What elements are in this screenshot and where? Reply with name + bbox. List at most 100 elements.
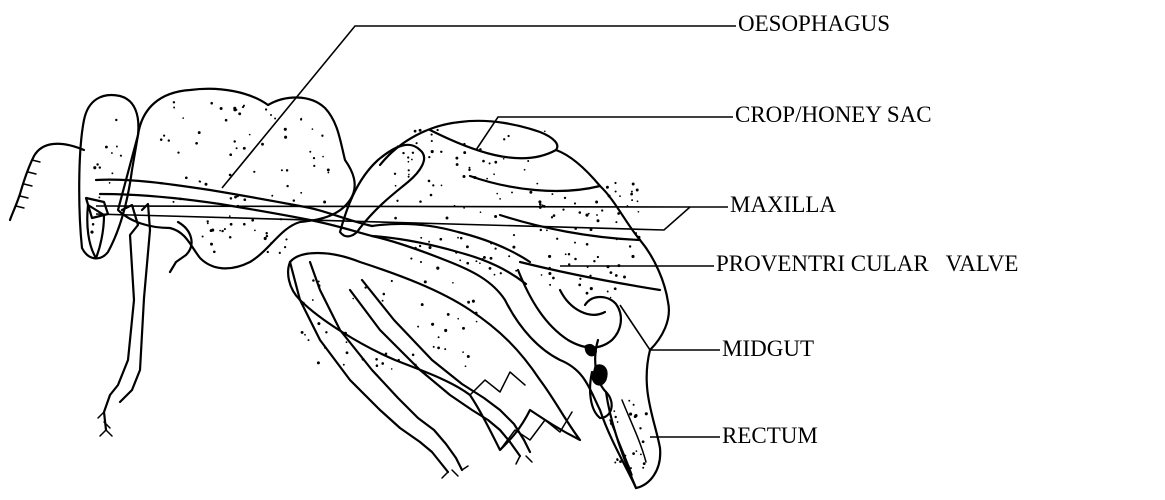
stipple-dot — [494, 247, 496, 249]
stipple-dot — [160, 138, 163, 141]
stipple-dot — [265, 108, 267, 110]
stipple-dot — [317, 361, 320, 364]
stipple-dot — [185, 176, 188, 179]
stipple-dot — [489, 267, 492, 270]
stipple-dot — [318, 280, 320, 282]
stipple-dot — [465, 365, 467, 367]
stipple-dot — [327, 172, 329, 174]
stipple-dot — [286, 185, 288, 187]
stipple-dot — [630, 467, 632, 469]
stipple-dot — [415, 364, 417, 366]
stipple-dot — [564, 197, 566, 199]
stipple-dot — [221, 230, 223, 232]
stipple-dot — [590, 287, 593, 290]
stipple-dot — [430, 194, 433, 197]
stipple-dot — [457, 237, 459, 239]
stipple-dot — [270, 114, 272, 116]
stipple-dot — [634, 414, 637, 417]
stipple-dot — [238, 112, 241, 115]
stipple-dot — [224, 228, 226, 230]
stipple-dot — [616, 459, 618, 461]
stipple-dot — [574, 242, 576, 244]
stipple-dot — [115, 119, 117, 121]
stipple-dot — [624, 457, 626, 459]
stipple-dot — [436, 267, 439, 270]
stipple-texture — [90, 101, 647, 469]
leader-maxilla — [96, 207, 728, 230]
stipple-dot — [264, 237, 267, 240]
stipple-dot — [301, 331, 304, 334]
stipple-dot — [637, 200, 639, 202]
stipple-dot — [317, 322, 320, 325]
stipple-dot — [109, 182, 111, 184]
stipple-dot — [614, 287, 617, 290]
stipple-dot — [441, 185, 443, 187]
stipple-dot — [596, 214, 598, 216]
stipple-dot — [286, 169, 288, 171]
stipple-dot — [195, 142, 198, 145]
stipple-dot — [549, 267, 551, 269]
stipple-dot — [606, 186, 609, 189]
label-maxilla: MAXILLA — [730, 193, 836, 216]
stipple-dot — [632, 452, 635, 455]
stipple-dot — [568, 253, 570, 255]
stipple-dot — [457, 318, 459, 320]
stipple-dot — [607, 291, 609, 293]
stipple-dot — [284, 136, 287, 139]
stipple-dot — [589, 275, 591, 277]
stipple-dot — [628, 400, 630, 402]
label-crop-honey-sac: CROP/HONEY SAC — [735, 103, 932, 126]
stipple-dot — [424, 280, 427, 283]
stipple-dot — [412, 354, 415, 357]
stipple-dot — [614, 462, 616, 464]
stipple-dot — [459, 259, 461, 261]
stipple-dot — [344, 332, 347, 335]
stipple-dot — [524, 188, 526, 190]
stipple-dot — [636, 450, 638, 452]
stipple-dot — [615, 221, 617, 223]
stipple-dot — [549, 284, 551, 286]
stipple-dot — [411, 159, 413, 161]
stipple-dot — [408, 161, 410, 163]
stipple-dot — [375, 358, 378, 361]
stipple-dot — [229, 153, 232, 156]
leader-lines — [96, 26, 736, 437]
stipple-dot — [99, 166, 101, 168]
stipple-dot — [552, 277, 555, 280]
stipple-dot — [420, 261, 422, 263]
leader-crop — [476, 117, 733, 150]
stipple-dot — [382, 300, 384, 302]
stipple-dot — [467, 355, 470, 358]
stipple-dot — [529, 191, 532, 194]
stipple-dot — [271, 195, 273, 197]
stipple-dot — [90, 231, 93, 234]
stipple-dot — [503, 138, 505, 140]
stipple-dot — [160, 182, 162, 184]
stipple-dot — [494, 274, 496, 276]
stipple-dot — [490, 257, 493, 260]
stipple-dot — [462, 351, 464, 353]
stipple-dot — [407, 156, 409, 158]
stipple-dot — [614, 182, 616, 184]
stipple-dot — [637, 236, 640, 239]
stipple-dot — [615, 190, 617, 192]
stipple-dot — [168, 139, 170, 141]
stipple-dot — [229, 215, 231, 217]
stipple-dot — [300, 119, 302, 121]
stipple-dot — [265, 232, 267, 234]
stipple-dot — [253, 171, 255, 173]
stipple-dot — [455, 252, 457, 254]
stipple-dot — [96, 163, 98, 165]
stipple-dot — [308, 339, 310, 341]
stipple-dot — [343, 364, 345, 366]
stipple-dot — [541, 274, 543, 276]
stipple-dot — [610, 271, 613, 274]
stipple-dot — [412, 152, 414, 154]
stipple-dot — [364, 286, 366, 288]
stipple-dot — [466, 262, 469, 265]
stipple-dot — [480, 211, 482, 213]
stipple-dot — [586, 243, 589, 246]
stipple-dot — [486, 178, 488, 180]
stipple-dot — [586, 292, 589, 295]
stipple-dot — [421, 303, 424, 306]
